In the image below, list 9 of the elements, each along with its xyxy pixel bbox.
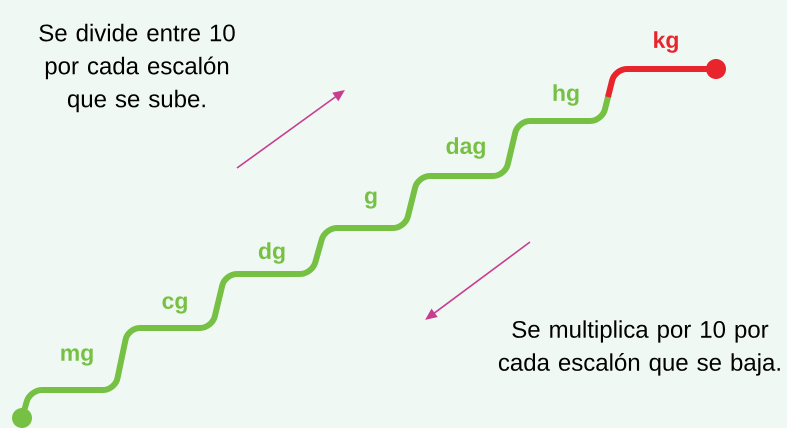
step-label: dg (258, 242, 285, 264)
step-label: hg (554, 84, 579, 106)
step-label: dag (446, 137, 485, 159)
step-label: mg (61, 348, 93, 366)
note-text: Se divide entre 10 por cada escalón que se sube. (39, 24, 235, 112)
step-label: cg (162, 296, 187, 314)
step-label: g (364, 191, 376, 209)
step-label: kg (654, 31, 678, 53)
note-text: Se multiplica por 10 por cada escalón que se baja. (498, 320, 780, 376)
